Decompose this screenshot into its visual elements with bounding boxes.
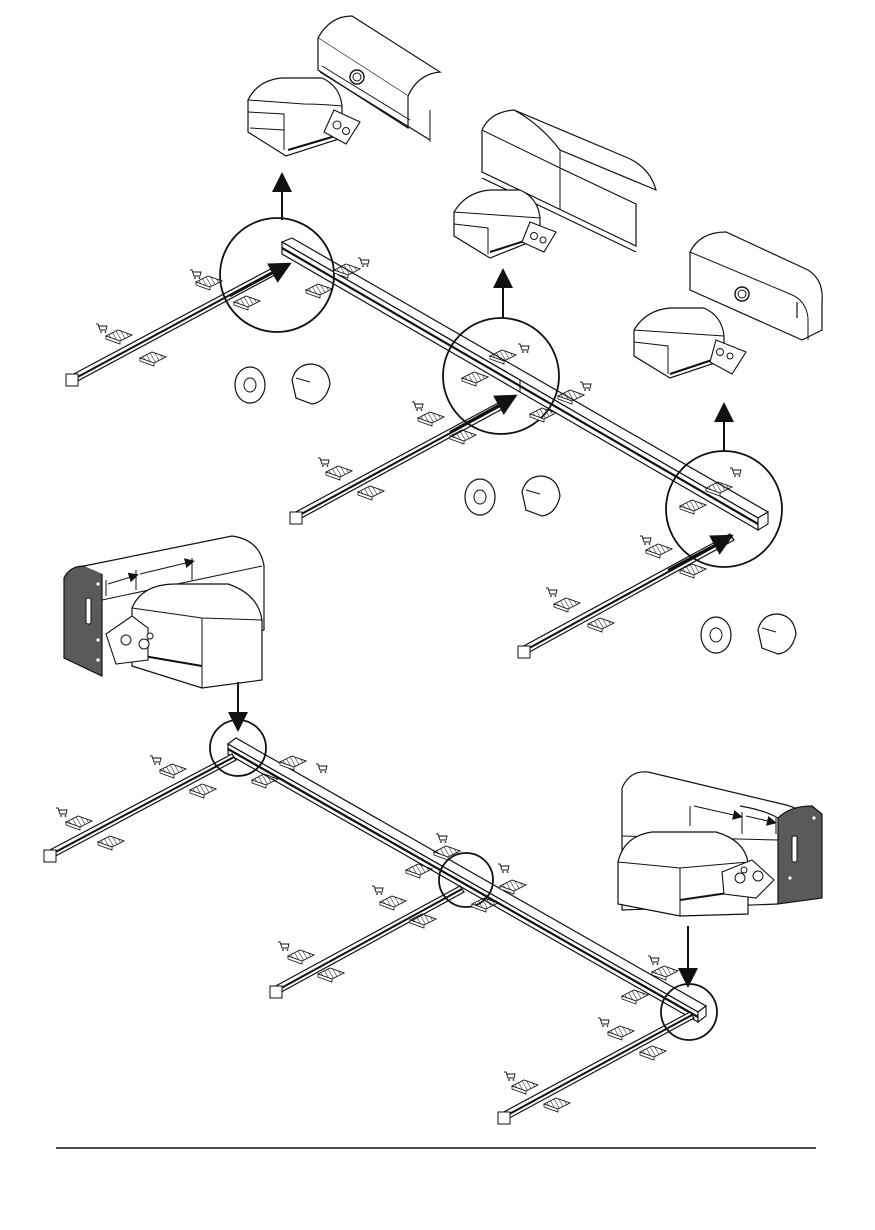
cover-detail-view-3 xyxy=(634,232,822,378)
foot-pad xyxy=(306,284,332,298)
shopping-cart-icon[interactable] xyxy=(498,864,509,873)
foot-pad xyxy=(680,500,706,514)
shopping-cart-icon[interactable] xyxy=(580,382,591,391)
foot-pad xyxy=(140,352,166,366)
cover-detail-view-1 xyxy=(248,16,440,156)
foot-pad xyxy=(512,1080,538,1094)
shopping-cart-icon[interactable] xyxy=(648,956,659,965)
side-rail xyxy=(270,886,464,998)
shopping-cart-icon[interactable] xyxy=(358,258,369,267)
foot-pad xyxy=(160,764,186,778)
foot-pad xyxy=(544,1098,570,1112)
cover-detail-view-2 xyxy=(454,110,656,258)
foot-pad xyxy=(98,836,124,850)
shopping-cart-icon[interactable] xyxy=(318,458,329,467)
shopping-cart-icon[interactable] xyxy=(56,808,67,817)
foot-pad xyxy=(588,618,614,632)
shopping-cart-icon[interactable] xyxy=(316,764,327,773)
foot-pad xyxy=(462,372,488,386)
detail-circle xyxy=(220,218,334,332)
shopping-cart-icon[interactable] xyxy=(436,834,447,843)
shopping-cart-icon[interactable] xyxy=(372,886,383,895)
foot-pad xyxy=(646,544,672,558)
washer xyxy=(465,479,495,515)
foot-pad xyxy=(622,990,648,1004)
foot-pad xyxy=(326,466,352,480)
side-rail xyxy=(498,1012,694,1124)
shopping-cart-icon[interactable] xyxy=(730,468,741,477)
foot-pad xyxy=(106,330,132,344)
foot-pad xyxy=(288,950,314,964)
washer xyxy=(235,367,265,403)
cap-nut xyxy=(758,614,796,654)
shopping-cart-icon[interactable] xyxy=(96,324,107,333)
shopping-cart-icon[interactable] xyxy=(518,344,529,353)
foot-pad xyxy=(234,296,260,310)
foot-pad xyxy=(608,1026,634,1040)
foot-pad xyxy=(640,1046,666,1060)
shopping-cart-icon[interactable] xyxy=(598,1018,609,1027)
shopping-cart-icon[interactable] xyxy=(546,588,557,597)
direction-arrow xyxy=(230,268,282,296)
end-cover-detail-left xyxy=(64,536,264,688)
foot-pad xyxy=(66,816,92,830)
foot-pad xyxy=(358,486,384,500)
cap-nut xyxy=(292,364,330,404)
side-rail xyxy=(44,754,236,862)
end-cover-detail-right xyxy=(618,772,822,916)
shopping-cart-icon[interactable] xyxy=(412,402,423,411)
cap-nut xyxy=(522,476,560,516)
shopping-cart-icon[interactable] xyxy=(278,942,289,951)
foot-pad xyxy=(418,412,444,426)
foot-pad xyxy=(554,598,580,612)
shopping-cart-icon[interactable] xyxy=(190,270,201,279)
shopping-cart-icon[interactable] xyxy=(640,536,651,545)
shopping-cart-icon[interactable] xyxy=(504,1072,515,1081)
washer xyxy=(701,617,731,653)
foot-pad xyxy=(380,896,406,910)
shopping-cart-icon[interactable] xyxy=(150,756,161,765)
foot-pad xyxy=(190,784,216,798)
